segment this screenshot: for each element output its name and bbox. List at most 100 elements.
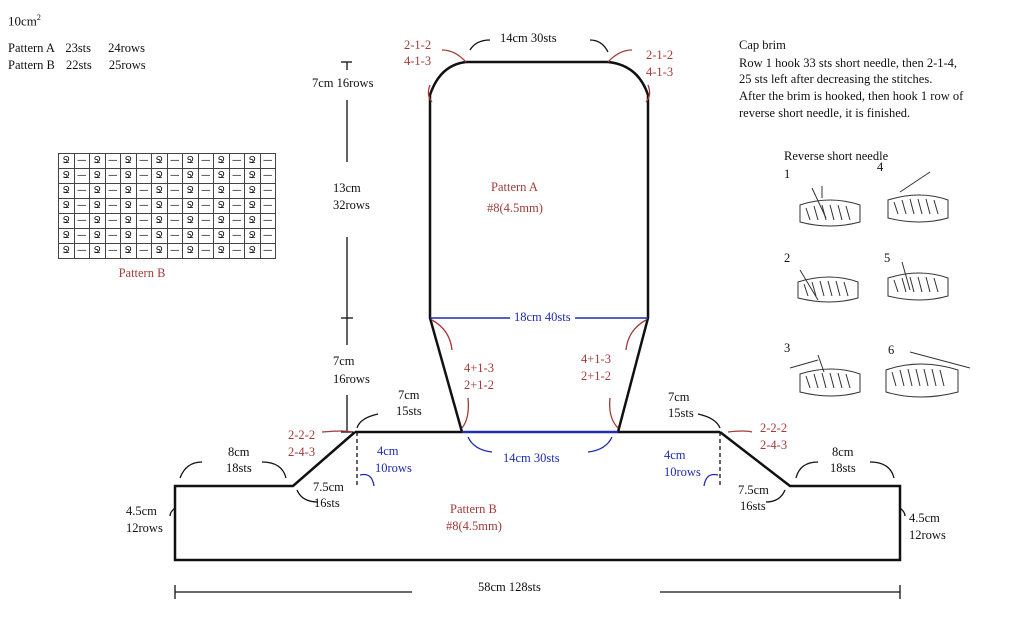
swatch-cell: Ջ [89,213,106,229]
swatch-cell: Ջ [244,243,261,259]
swatch-cell: — [197,168,214,184]
height-ruler [341,61,353,433]
swatch-cell: — [166,243,183,259]
swatch-cell: — [104,213,121,229]
swatch-cell: — [73,168,90,184]
reverse-step-illustrations [789,171,971,398]
right-top-sts: 18sts [830,461,856,475]
swatch-cell: Ջ [58,228,75,244]
left-slope-dec-2: 2-4-3 [288,445,316,459]
cap-lower-right-inc-1: 4+1-3 [581,352,611,366]
swatch-cell: — [228,213,245,229]
swatch-cell: — [197,153,214,169]
swatch-cell: Ջ [120,183,137,199]
instructions-line-1: Row 1 hook 33 sts short needle, then 2-1… [739,56,958,70]
instructions-line-2: 25 sts left after decreasing the stitche… [739,72,933,86]
swatch-row: Ջ—Ջ—Ջ—Ջ—Ջ—Ջ—Ջ— [58,228,276,244]
swatch-cell: Ջ [244,198,261,214]
swatch-cell: — [73,198,90,214]
swatch-row: Ջ—Ջ—Ջ—Ջ—Ջ—Ջ—Ջ— [58,183,276,199]
swatch-cell: Ջ [182,213,199,229]
swatch-cell: — [104,168,121,184]
swatch-cell: Ջ [182,243,199,259]
cap-mid-width: 18cm 40sts [510,310,575,325]
instructions-title: Cap brim [739,38,786,52]
swatch-cell: — [166,198,183,214]
cap-mid-height-cm: 13cm [333,181,361,195]
swatch-cell: — [259,213,276,229]
cap-mid-height-rows: 32rows [333,198,370,212]
step-2-label: 2 [784,251,791,265]
swatch-cell: Ջ [58,213,75,229]
gauge-rows: 24rows [108,41,145,55]
swatch-cell: Ջ [182,228,199,244]
swatch-cell: Ջ [182,168,199,184]
swatch-cell: — [104,183,121,199]
step-5-illustration [887,261,949,301]
left-shoulder-cm: 7cm [398,388,420,402]
step-3-label: 3 [784,341,791,355]
swatch-cell: — [259,153,276,169]
swatch-cell: — [166,168,183,184]
cap-lower-left-inc-1: 4+1-3 [464,361,494,375]
brim-pattern-hook: #8(4.5mm) [446,519,502,533]
swatch-cell: Ջ [120,198,137,214]
leader-brackets [169,39,906,517]
swatch-cell: — [104,243,121,259]
step-1-illustration [799,186,861,227]
swatch-cell: Ջ [58,183,75,199]
left-slope-cm: 7.5cm [313,480,344,494]
swatch-cell: Ջ [213,168,230,184]
swatch-cell: Ջ [151,183,168,199]
swatch-cell: Ջ [213,198,230,214]
swatch-cell: — [197,198,214,214]
swatch-cell: — [135,228,152,244]
cap-pattern-label: Pattern A [491,180,538,194]
swatch-cell: — [197,213,214,229]
swatch-cell: — [73,213,90,229]
swatch-cell: — [228,198,245,214]
cap-lower-left-inc-2: 2+1-2 [464,378,494,392]
swatch-cell: — [104,198,121,214]
cap-top-right-dec-2: 4-1-3 [646,65,674,79]
swatch-cell: Ջ [89,228,106,244]
swatch-cell: Ջ [89,153,106,169]
cap-top-width: 14cm 30sts [500,31,557,45]
swatch-cell: Ջ [120,243,137,259]
swatch-cell: Ջ [213,213,230,229]
instructions-line-4: reverse short needle, it is finished. [739,106,911,120]
left-side-rows: 12rows [126,521,163,535]
swatch-cell: Ջ [213,183,230,199]
gauge-pattern-name: Pattern A [8,41,55,55]
gauge-sts: 23sts [65,41,92,55]
brim-dashed [356,432,721,486]
gauge-title-sup: 2 [36,13,41,22]
right-top-cm: 8cm [832,445,854,459]
right-side-rows: 12rows [909,528,946,542]
step-2-illustration [797,269,859,303]
swatch-row: Ջ—Ջ—Ջ—Ջ—Ջ—Ջ—Ջ— [58,243,276,259]
right-shoulder-cm: 7cm [668,390,690,404]
swatch-cell: — [104,228,121,244]
left-slope-sts: 16sts [314,496,340,510]
cap-top-left-dec-1: 2-1-2 [404,38,432,52]
swatch-cell: — [73,183,90,199]
cap-outline [428,60,650,433]
left-top-sts: 18sts [226,461,252,475]
right-slope-dec-2: 2-4-3 [760,438,788,452]
swatch-cell: — [259,243,276,259]
bottom-width: 58cm 128sts [478,580,541,594]
step-6-illustration [885,351,971,398]
swatch-cell: Ջ [58,243,75,259]
left-shoulder-sts: 15sts [396,404,422,418]
swatch-cell: Ջ [151,153,168,169]
swatch-cell: — [166,213,183,229]
swatch-cell: Ջ [151,213,168,229]
swatch-cell: — [135,183,152,199]
swatch-cell: — [228,168,245,184]
swatch-cell: — [135,243,152,259]
swatch-cell: Ջ [58,198,75,214]
step-4-illustration [887,171,949,223]
left-slope-dec-1: 2-2-2 [288,428,316,442]
